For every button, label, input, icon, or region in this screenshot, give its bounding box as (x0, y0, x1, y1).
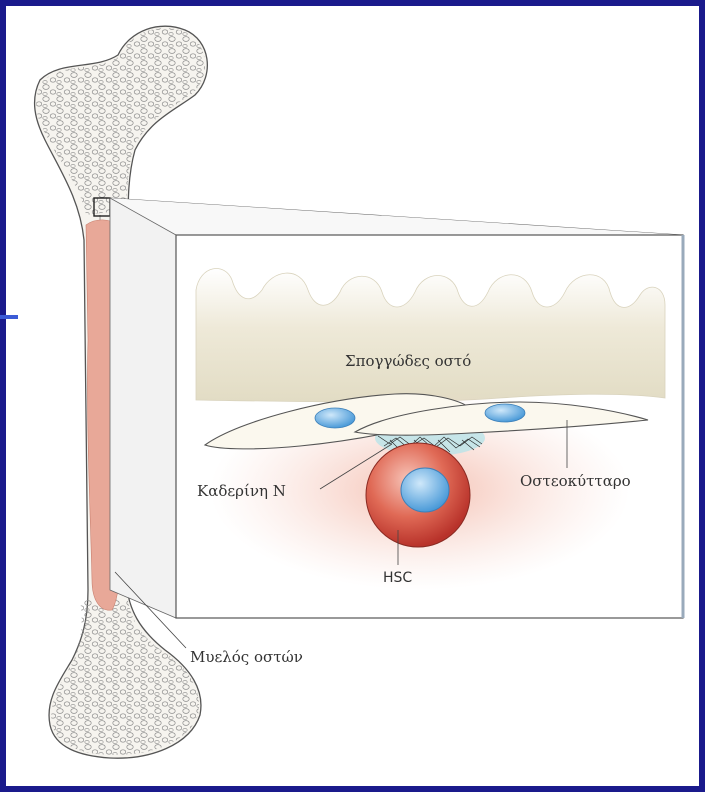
cadherin-label: Καδερίνη Ν (197, 482, 286, 500)
bone-marrow-label: Μυελός οστών (190, 648, 303, 666)
spongy-bone-label: Σπογγώδες οστό (345, 352, 471, 370)
hsc-label: HSC (383, 570, 412, 586)
spongy-bone-region (196, 269, 665, 402)
osteocyte-label: Οστεοκύτταρο (520, 472, 631, 490)
hsc-cell (366, 443, 470, 547)
